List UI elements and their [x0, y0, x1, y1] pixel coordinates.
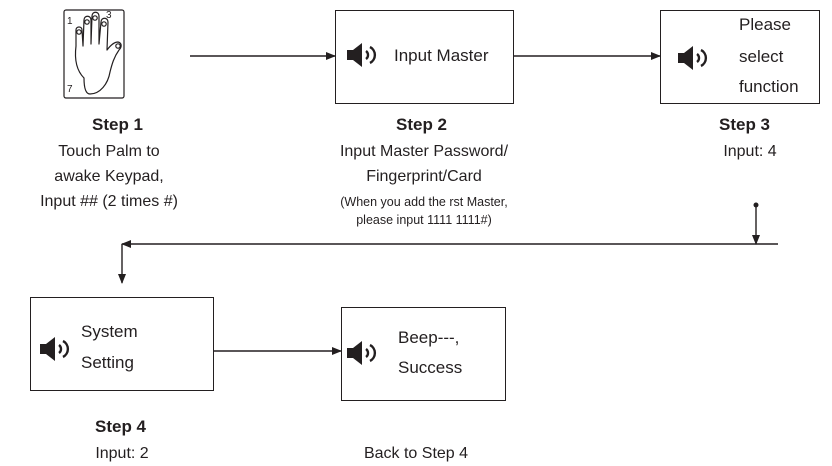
- step2-note-line2: please input 1111 1111#): [356, 213, 492, 227]
- svg-text:7: 7: [67, 84, 73, 95]
- step1-desc-line3: Input ## (2 times #): [40, 193, 178, 210]
- speaker-icon: [347, 43, 377, 67]
- step3-box-line2: select: [739, 47, 784, 66]
- step4-desc: Input: 2: [95, 445, 149, 462]
- step4-box-line2: Setting: [81, 353, 134, 372]
- result-box-line1: Beep---,: [398, 328, 460, 347]
- speaker-icon: [347, 341, 377, 365]
- svg-text:1: 1: [67, 16, 73, 27]
- result-box-line2: Success: [398, 358, 463, 377]
- step1-desc-line1: Touch Palm to: [58, 143, 160, 160]
- step4-title: Step 4: [95, 417, 147, 436]
- step1-title: Step 1: [92, 115, 144, 134]
- step3-box: Please select function: [660, 10, 820, 104]
- step4-box: System Setting: [30, 297, 214, 391]
- step4-box-line1: System: [81, 322, 138, 341]
- step2-title: Step 2: [396, 115, 448, 134]
- step2-desc-line2: Fingerprint/Card: [366, 168, 482, 185]
- palm-touch-icon: 1 3 7: [63, 9, 125, 99]
- speaker-icon: [40, 337, 70, 361]
- step3-title: Step 3: [719, 115, 771, 134]
- step2-box-label: Input Master: [394, 46, 489, 65]
- speaker-icon: [678, 46, 708, 70]
- step2-desc-line1: Input Master Password/: [339, 143, 509, 160]
- step1-desc-line2: awake Keypad,: [54, 168, 164, 185]
- step2-note-line1: (When you add the rst Master,: [340, 195, 508, 209]
- svg-text:3: 3: [106, 10, 112, 21]
- step3-desc: Input: 4: [723, 143, 777, 160]
- result-box: Beep---, Success: [341, 307, 506, 401]
- result-desc: Back to Step 4: [363, 445, 469, 462]
- step2-box: Input Master: [335, 10, 514, 104]
- step3-box-line3: function: [739, 77, 799, 96]
- step3-box-line1: Please: [739, 15, 791, 34]
